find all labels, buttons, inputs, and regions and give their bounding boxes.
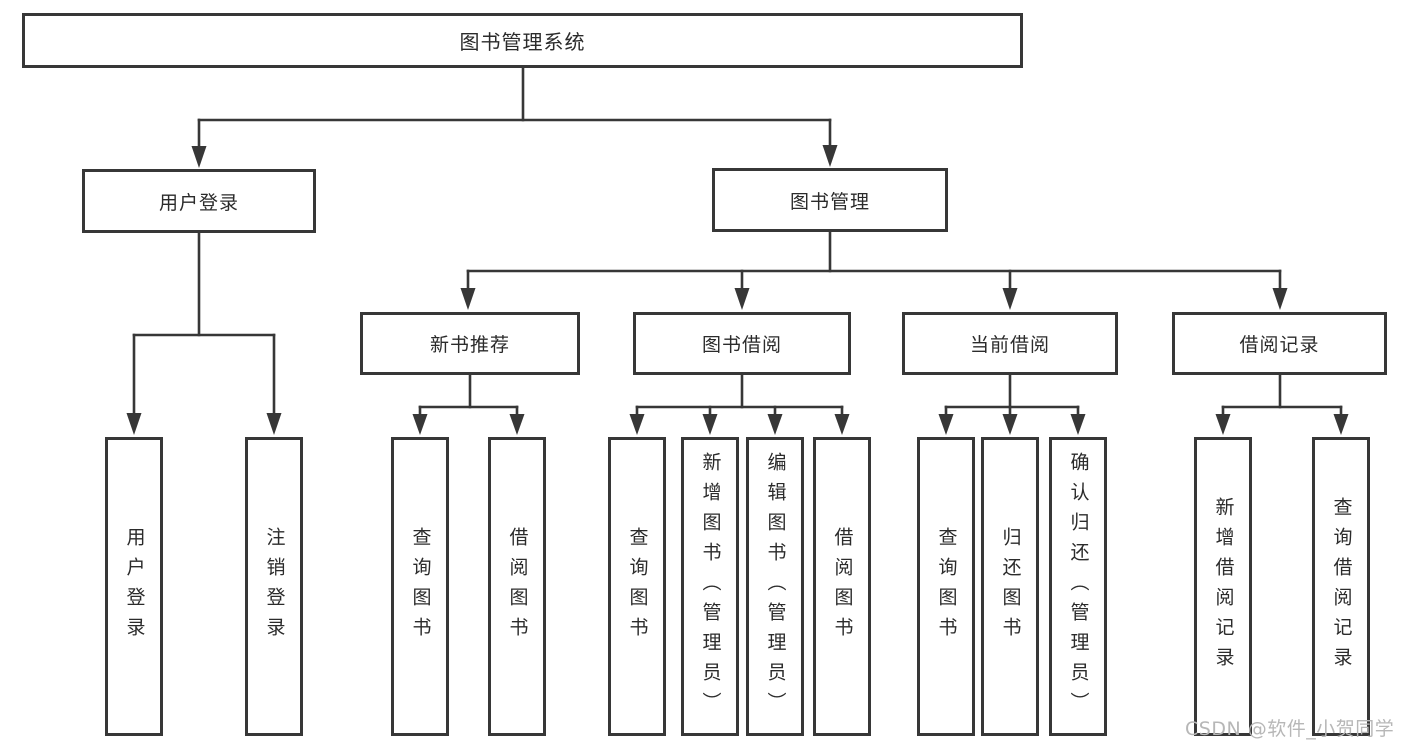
node-label: 查询图书 xyxy=(935,526,958,647)
node-label: 新书推荐 xyxy=(429,334,510,356)
leaf-add-borrow-record: 新增借阅记录 xyxy=(1194,437,1252,736)
arrow-down-icon xyxy=(822,145,838,167)
leaf-query-books-recommend: 查询图书 xyxy=(391,437,449,736)
node-label: 新增借阅记录 xyxy=(1212,496,1235,677)
node-label: 图书借阅 xyxy=(701,334,782,356)
leaf-query-books-current: 查询图书 xyxy=(917,437,975,736)
node-label: 当前借阅 xyxy=(969,334,1050,356)
leaf-logout: 注销登录 xyxy=(245,437,303,736)
node-borrowing-records: 借阅记录 xyxy=(1172,312,1387,375)
node-label: 借阅记录 xyxy=(1239,334,1320,356)
node-label: 用户登录 xyxy=(158,191,239,214)
arrow-down-icon xyxy=(412,414,428,435)
node-label: 注销登录 xyxy=(263,526,286,647)
arrow-down-icon xyxy=(509,414,525,435)
arrow-down-icon xyxy=(1333,414,1349,435)
arrow-down-icon xyxy=(1070,414,1086,435)
arrow-down-icon xyxy=(702,414,718,435)
node-book-borrowing: 图书借阅 xyxy=(633,312,851,375)
connector-current-borrowing-to-leaves xyxy=(938,370,1086,435)
arrow-down-icon xyxy=(834,414,850,435)
leaf-edit-books-admin: 编辑图书（管理员） xyxy=(746,437,804,736)
arrow-down-icon xyxy=(734,288,750,310)
node-book-management: 图书管理 xyxy=(712,168,948,232)
leaf-borrow-books: 借阅图书 xyxy=(813,437,871,736)
node-label: 用户登录 xyxy=(123,526,146,647)
leaf-query-borrow-record: 查询借阅记录 xyxy=(1312,437,1370,736)
leaf-add-books-admin: 新增图书（管理员） xyxy=(681,437,739,736)
node-label: 查询图书 xyxy=(626,526,649,647)
arrow-down-icon xyxy=(126,413,142,435)
connector-new-book-to-leaves xyxy=(412,370,525,435)
node-label: 图书管理系统 xyxy=(459,30,586,54)
arrow-down-icon xyxy=(191,146,207,168)
node-user-login: 用户登录 xyxy=(82,169,316,233)
csdn-watermark: CSDN @软件_小贺同学 xyxy=(1185,718,1395,740)
leaf-user-login: 用户登录 xyxy=(105,437,163,736)
connector-book-management-to-level3 xyxy=(460,227,1288,310)
connector-user-login-to-leaves xyxy=(126,228,282,435)
node-label: 借阅图书 xyxy=(831,526,854,647)
leaf-query-books-borrow: 查询图书 xyxy=(608,437,666,736)
node-new-book-recommendation: 新书推荐 xyxy=(360,312,580,375)
node-current-borrowing: 当前借阅 xyxy=(902,312,1118,375)
leaf-return-books: 归还图书 xyxy=(981,437,1039,736)
node-label: 确认归还（管理员） xyxy=(1067,451,1090,722)
arrow-down-icon xyxy=(938,414,954,435)
arrow-down-icon xyxy=(767,414,783,435)
node-label: 归还图书 xyxy=(999,526,1022,647)
node-library-management-system: 图书管理系统 xyxy=(22,13,1023,68)
arrow-down-icon xyxy=(460,288,476,310)
node-label: 查询借阅记录 xyxy=(1330,496,1353,677)
arrow-down-icon xyxy=(629,414,645,435)
node-label: 借阅图书 xyxy=(506,526,529,647)
arrow-down-icon xyxy=(266,413,282,435)
leaf-borrow-books-recommend: 借阅图书 xyxy=(488,437,546,736)
connector-book-borrowing-to-leaves xyxy=(629,370,850,435)
node-label: 图书管理 xyxy=(789,190,870,213)
connector-root-to-level2 xyxy=(191,63,838,168)
arrow-down-icon xyxy=(1215,414,1231,435)
arrow-down-icon xyxy=(1002,414,1018,435)
arrow-down-icon xyxy=(1272,288,1288,310)
leaf-confirm-return-admin: 确认归还（管理员） xyxy=(1049,437,1107,736)
node-label: 新增图书（管理员） xyxy=(699,451,722,722)
connector-borrow-records-to-leaves xyxy=(1215,370,1349,435)
node-label: 查询图书 xyxy=(409,526,432,647)
arrow-down-icon xyxy=(1002,288,1018,310)
node-label: 编辑图书（管理员） xyxy=(764,451,787,722)
